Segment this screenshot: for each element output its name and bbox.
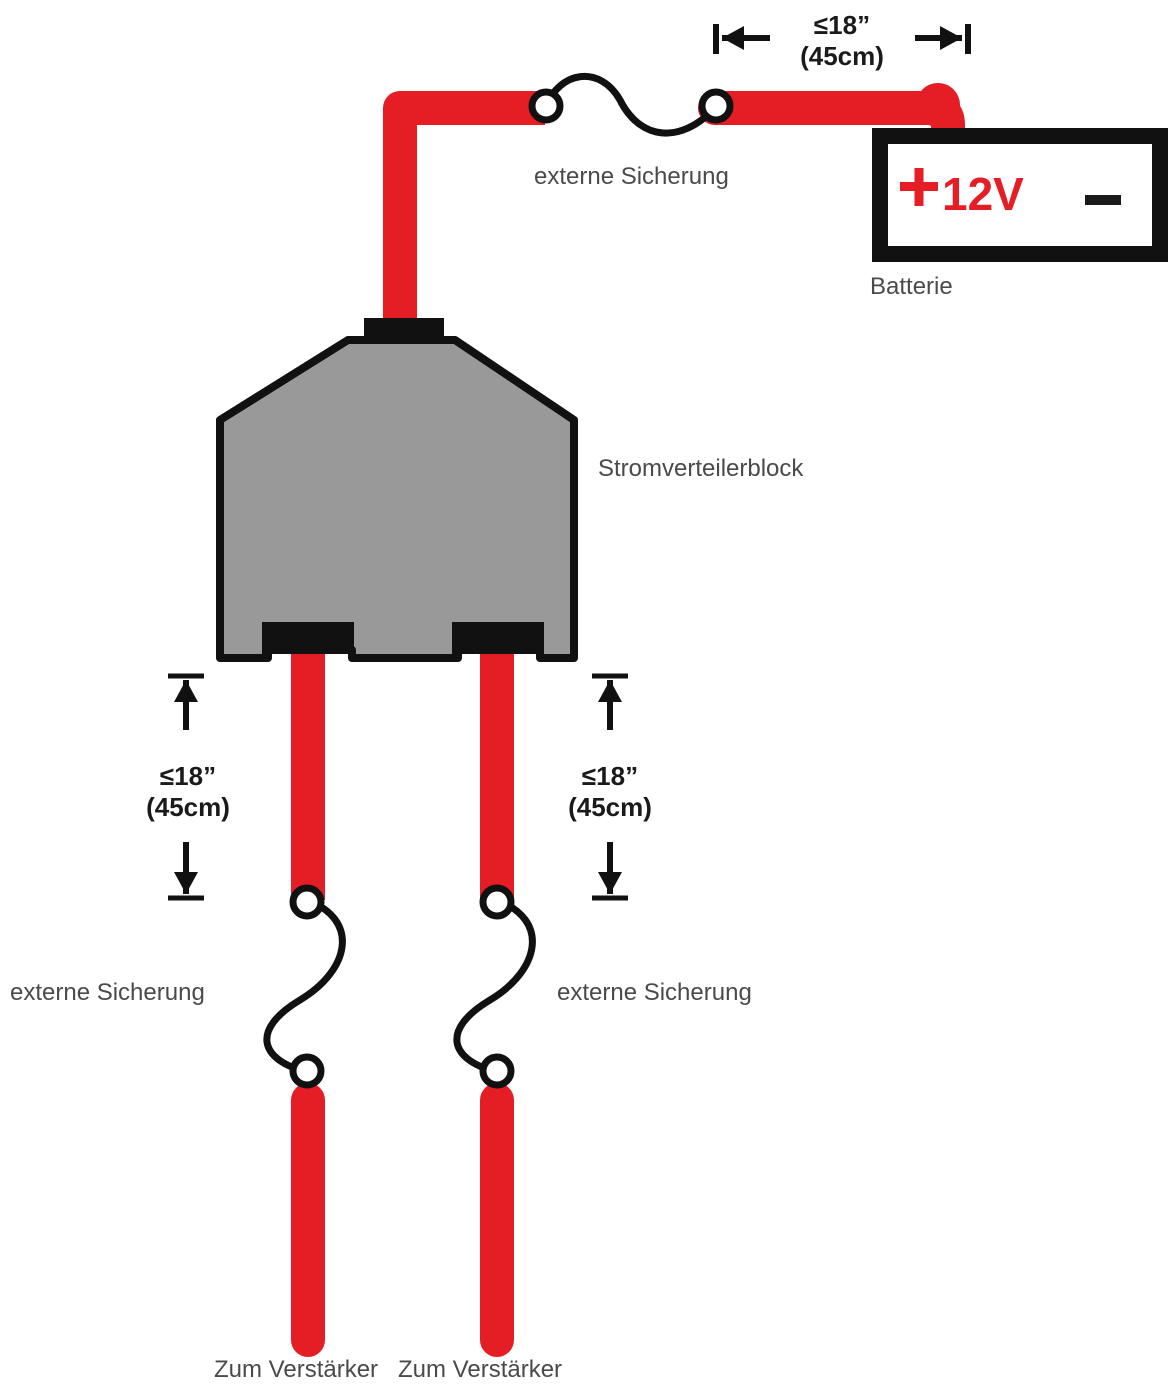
battery-label: Batterie xyxy=(870,273,953,300)
distribution-block xyxy=(216,318,578,662)
amp-left-label: Zum Verstärker xyxy=(214,1356,379,1383)
battery-terminal xyxy=(916,83,960,127)
amp-right-label: Zum Verstärker xyxy=(398,1356,563,1383)
top-fuse-symbol xyxy=(528,73,734,137)
battery-plus-v xyxy=(914,168,924,206)
fuse-top-label: externe Sicherung xyxy=(534,163,729,190)
left-dimension-inches: ≤18” xyxy=(159,761,217,791)
fuse-right-label: externe Sicherung xyxy=(557,979,752,1006)
right-dimension-arrows xyxy=(592,673,628,901)
battery-minus xyxy=(1085,195,1121,205)
battery-symbol: 12V xyxy=(872,128,1168,262)
left-dimension-cm: (45cm) xyxy=(146,792,230,822)
main-power-cable xyxy=(383,91,545,330)
left-dimension-arrows xyxy=(168,673,204,901)
top-dimension-label: ≤18” (45cm) xyxy=(790,10,894,72)
top-dimension-arrows xyxy=(713,24,971,54)
right-dimension-inches: ≤18” xyxy=(581,761,639,791)
right-fuse-symbol xyxy=(453,884,536,1089)
right-dimension-label: ≤18” (45cm) xyxy=(558,761,662,823)
top-dimension-inches: ≤18” xyxy=(813,10,871,40)
fuse-left-label: externe Sicherung xyxy=(10,979,205,1006)
left-dimension-label: ≤18” (45cm) xyxy=(136,761,240,823)
battery-voltage: 12V xyxy=(942,168,1024,220)
left-fuse-symbol xyxy=(263,884,346,1089)
distribution-block-label: Stromverteilerblock xyxy=(598,455,804,482)
top-dimension-cm: (45cm) xyxy=(800,41,884,71)
right-dimension-cm: (45cm) xyxy=(568,792,652,822)
